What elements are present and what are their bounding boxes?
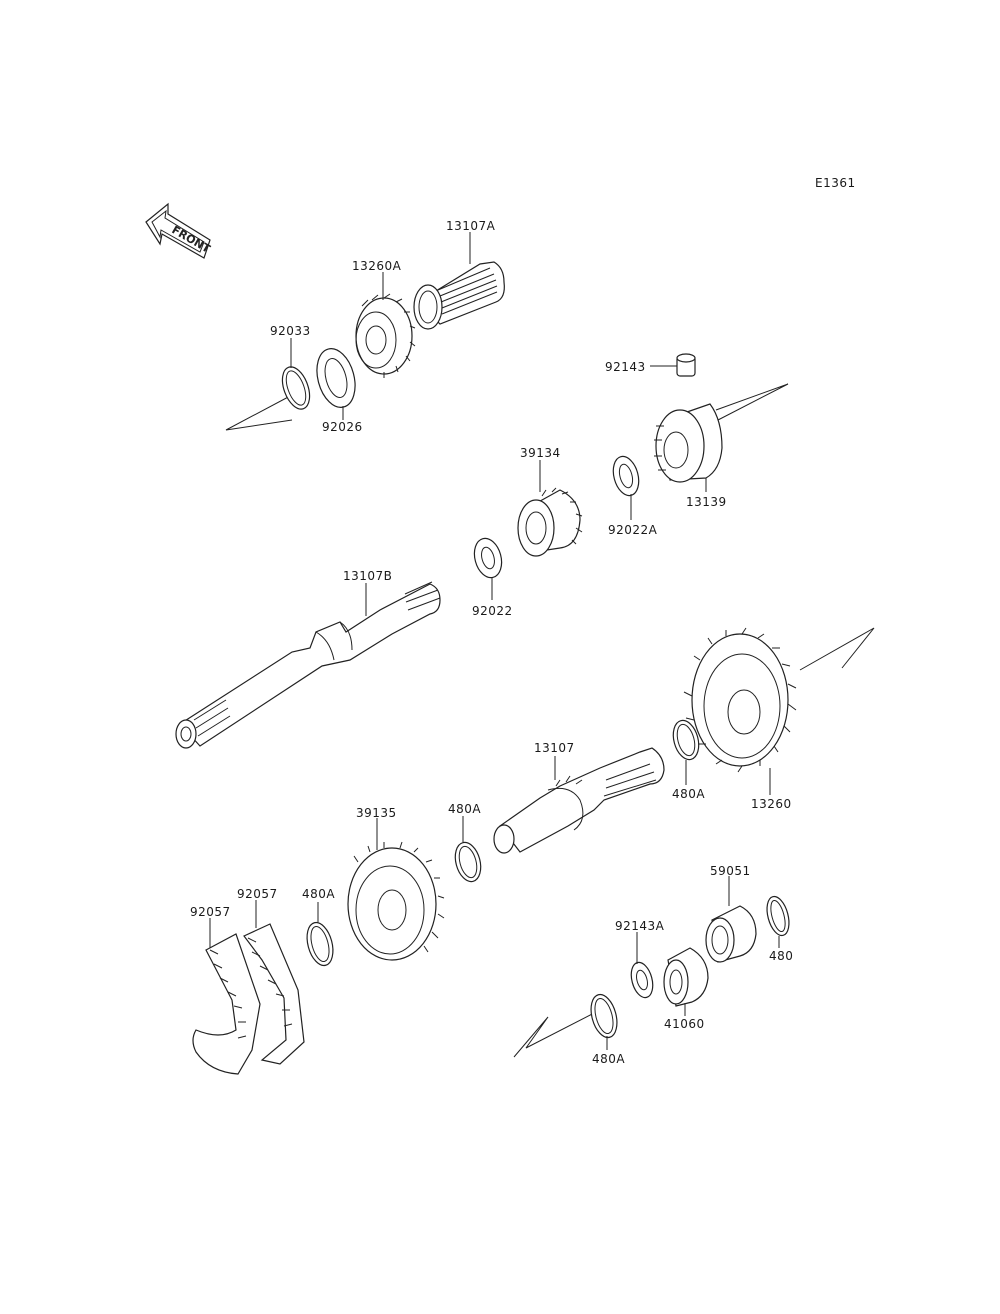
label-480A-bottom: 480A [592, 1052, 626, 1066]
label-92022: 92022 [472, 604, 513, 618]
washer-92022A [612, 455, 640, 520]
label-41060: 41060 [664, 1017, 705, 1031]
label-92022A: 92022A [608, 523, 658, 537]
label-13260: 13260 [751, 797, 792, 811]
label-13107B: 13107B [343, 569, 393, 583]
gear-13260A [355, 272, 416, 378]
label-480: 480 [769, 949, 794, 963]
gear-39135 [347, 818, 445, 961]
diagram-code: E1361 [815, 176, 856, 190]
front-arrow-icon: FRONT [145, 202, 213, 259]
gear-59051 [705, 876, 757, 963]
circlip-480A-left [306, 902, 334, 967]
label-59051: 59051 [710, 864, 751, 878]
circlip-92033 [281, 338, 311, 410]
shaft-13107 [493, 747, 665, 854]
part-41060 [663, 947, 709, 1016]
circlip-480A-bottom [590, 993, 618, 1050]
label-13260A: 13260A [352, 259, 402, 273]
label-92057-left: 92057 [190, 905, 231, 919]
circlip-480A-mid [454, 816, 482, 883]
label-480A-upper: 480A [672, 787, 706, 801]
label-92143A: 92143A [615, 919, 665, 933]
gear-39134 [517, 460, 583, 557]
washer-92022 [473, 537, 503, 600]
gear-13260 [683, 627, 797, 795]
washer-92143A [630, 932, 654, 999]
label-39135: 39135 [356, 806, 397, 820]
circlip-480A-upper [672, 719, 700, 785]
label-13107: 13107 [534, 741, 575, 755]
washer-92026 [316, 348, 356, 420]
label-39134: 39134 [520, 446, 561, 460]
label-480A-mid: 480A [448, 802, 482, 816]
chain-92057 [192, 900, 305, 1075]
label-92057-right: 92057 [237, 887, 278, 901]
gear-13139 [654, 403, 723, 492]
label-13107A: 13107A [446, 219, 496, 233]
label-92143: 92143 [605, 360, 646, 374]
sleeve-13107A [413, 232, 505, 330]
label-480A-left: 480A [302, 887, 336, 901]
label-92026: 92026 [322, 420, 363, 434]
shaft-13107B [175, 581, 441, 749]
circlip-480 [766, 895, 790, 948]
collar-92143 [650, 353, 696, 377]
label-13139: 13139 [686, 495, 727, 509]
axis-lines [225, 383, 875, 1058]
label-92033: 92033 [270, 324, 311, 338]
